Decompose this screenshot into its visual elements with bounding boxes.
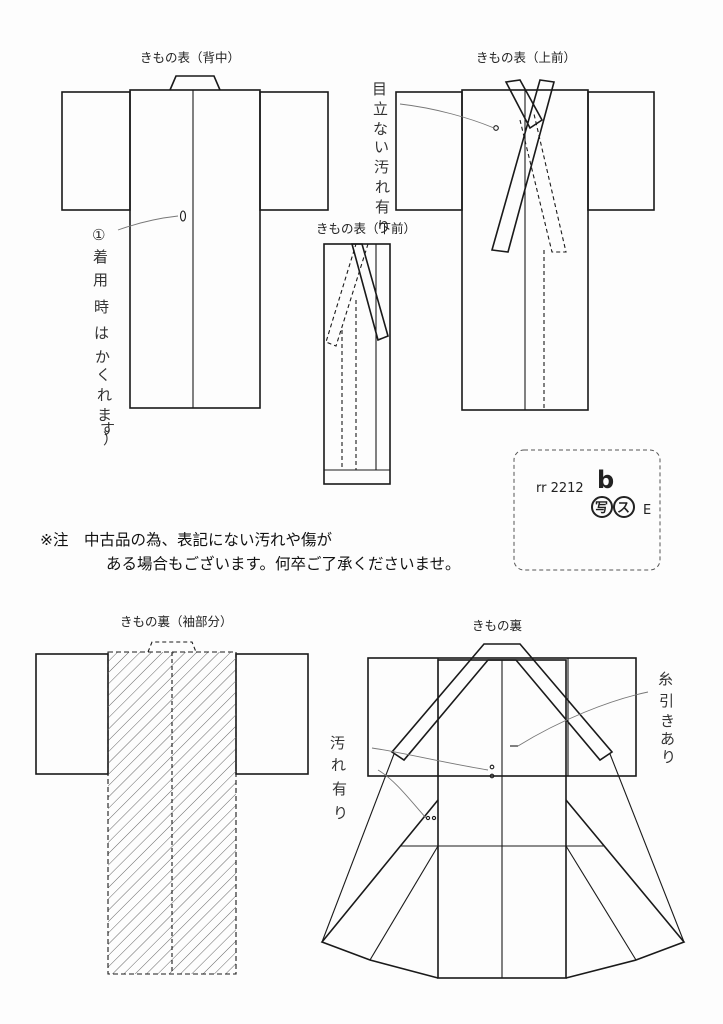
lining-stain-char: 汚 [330, 734, 345, 752]
front-note-char: 目 [372, 80, 387, 98]
stamp-code: rr 2212 [536, 481, 584, 496]
notice-line-1: ※注 中古品の為、表記にない汚れや傷が [40, 531, 332, 549]
lining-sleeve-diagram-label: きもの裏（袖部分） [120, 614, 233, 629]
lining-stain-mark-2 [489, 773, 495, 779]
back-collar [169, 75, 221, 91]
lining-stain-mark-1 [489, 764, 495, 770]
lining-stain-leader-2 [377, 769, 427, 819]
front-under-collar [519, 113, 567, 253]
back-note-char: か [95, 348, 110, 366]
inventory-stamp-box: rr 2212 b 写 ス E [513, 449, 661, 571]
front-note-char: 有 [375, 198, 390, 216]
front-note-char: 立 [373, 100, 388, 118]
back-stain-mark [179, 210, 187, 222]
back-note-char: ま [97, 406, 112, 424]
back-body [129, 89, 261, 409]
kimono-lining-sleeve-diagram: きもの裏（袖部分） [35, 614, 309, 975]
notice-line-2: ある場合もございます。何卒ご了承くださいませ。 [106, 554, 461, 573]
lining-right-sleeve [235, 653, 309, 775]
lining-thread-note: 糸 引 き あ り [658, 670, 676, 766]
lining-stain-leader-1 [371, 747, 489, 771]
lining-stain-char: り [333, 804, 348, 822]
back-diagram-label: きもの表（背中） [140, 50, 240, 65]
back-note-char: ） [103, 430, 118, 448]
lining-stain-mark-3 [425, 815, 431, 821]
lining-thread-char: 糸 [658, 670, 673, 688]
back-right-sleeve [259, 91, 329, 211]
stamp-circle-1-text: 写 [595, 501, 608, 516]
front-neck-band [504, 79, 544, 130]
front-handwritten-note: 目 立 な い 汚 れ 有 り [372, 80, 391, 236]
lining-right-panel [565, 799, 686, 979]
lining-thread-char: あ [660, 730, 675, 748]
lining-stain-char: 有 [332, 780, 347, 798]
front-upper-diagram-label: きもの表（上前） [476, 50, 576, 65]
front-leader-line [399, 103, 495, 129]
back-left-sleeve [61, 91, 131, 211]
stamp-grade: E [643, 503, 651, 518]
back-note-char: く [96, 366, 111, 384]
lining-stain-mark-4 [431, 815, 437, 821]
front-note-char: れ [375, 178, 390, 196]
lining-thread-leader [517, 691, 649, 747]
lining-stain-note: 汚 れ 有 り [330, 734, 348, 822]
lining-left-edge [321, 753, 395, 943]
front-note-char: な [373, 120, 388, 138]
front-note-char: 汚 [374, 158, 389, 176]
back-note-char: 着 [93, 248, 108, 266]
kimono-lining-diagram: きもの裏 [320, 618, 686, 979]
lower-collar [350, 243, 389, 342]
lower-hidden-collar [325, 243, 369, 347]
front-left-sleeve [395, 91, 463, 211]
back-note-char: ① [92, 226, 105, 244]
stamp-circle-2-text: ス [617, 501, 630, 516]
front-right-sleeve [587, 91, 655, 211]
kimono-back-diagram: きもの表（背中） [61, 50, 329, 409]
lining-stain-char: れ [331, 756, 346, 774]
stamp-circle-2 [613, 496, 635, 518]
front-lower-diagram-label: きもの表（下前） [316, 221, 416, 236]
lining-thread-char: き [660, 712, 675, 730]
back-note-char: す [100, 420, 115, 438]
lining-diagram-label: きもの裏 [472, 618, 523, 633]
lining-right-edge [609, 753, 685, 943]
lining-left-inner [369, 845, 439, 961]
front-overlap-collar [490, 79, 556, 253]
front-stain-mark [493, 125, 499, 131]
kimono-front-upper-diagram: きもの表（上前） [395, 50, 655, 411]
lining-thread-char: り [661, 748, 676, 766]
back-leader-line [117, 215, 179, 231]
back-note-char: 用 [93, 271, 108, 289]
stamp-circle-1 [591, 496, 613, 518]
kimono-front-lower-diagram: きもの表（下前） [316, 221, 416, 485]
lining-collar-band [390, 643, 614, 762]
disclaimer-notice: ※注 中古品の為、表記にない汚れや傷が ある場合もございます。何卒ご了承ください… [40, 531, 461, 573]
front-note-char: い [374, 138, 389, 156]
lining-collar [147, 641, 197, 653]
back-note-char: は [94, 324, 109, 342]
stamp-mark: b [597, 466, 614, 494]
lining-thread-char: 引 [659, 692, 674, 710]
back-note-char: れ [97, 386, 112, 404]
front-note-char: り [376, 218, 391, 236]
lining-left-panel [320, 799, 439, 979]
lining-right-inner [565, 845, 637, 961]
lining-left-sleeve [35, 653, 109, 775]
back-note-char: 時 [94, 298, 109, 316]
stamp-border [513, 449, 661, 571]
back-handwritten-note: ① 着 用 時 は か く れ ま す ） [92, 226, 118, 448]
